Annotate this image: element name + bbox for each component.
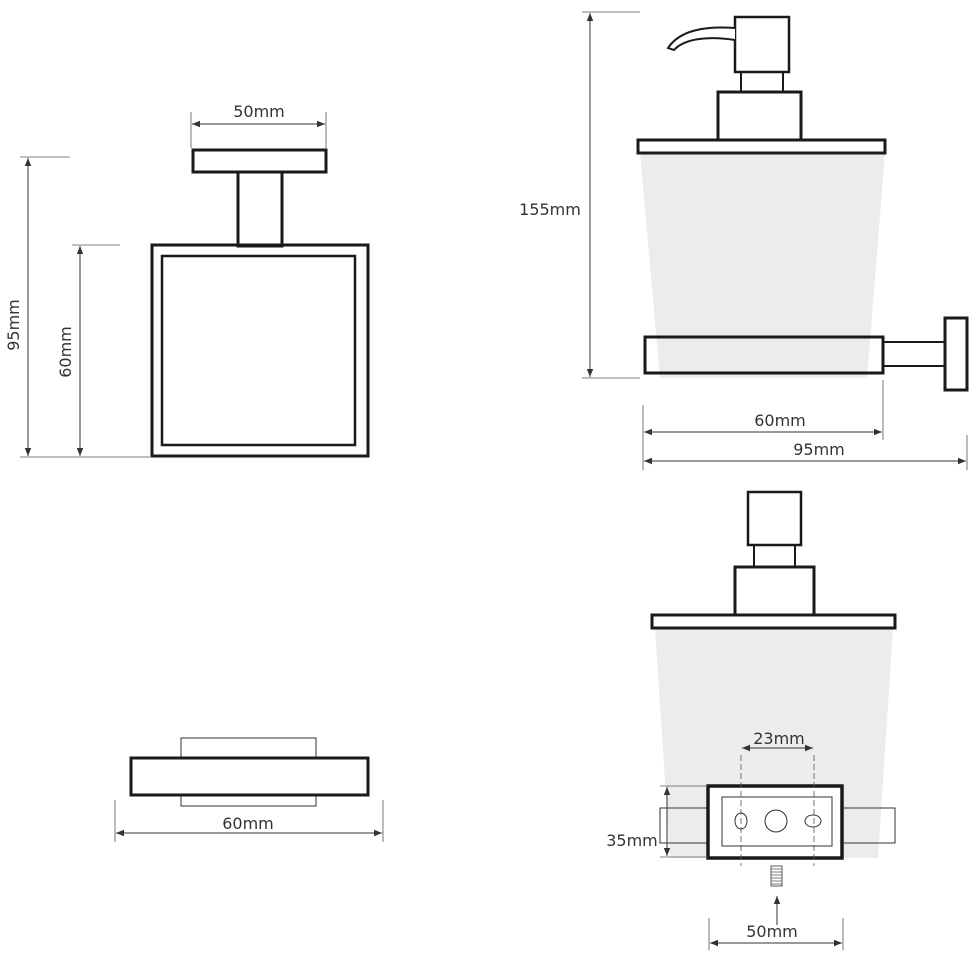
top-view: 50mm 95mm 60mm [4,102,370,458]
dim-plate-width: 50mm [746,922,798,941]
dim-total-height: 95mm [4,299,23,351]
dim-top-width: 50mm [233,102,285,121]
front-view: 23mm 35mm 50mm [606,490,897,950]
dim-holder-depth: 60mm [754,411,806,430]
side-view: 155mm 60mm 95mm [519,11,969,470]
dim-plate-height: 35mm [606,831,658,850]
screw-icon [770,865,783,887]
dim-bar-width: 60mm [222,814,274,833]
holder-side-view: 60mm [114,737,384,842]
dim-hole-spacing: 23mm [753,729,805,748]
dim-side-height: 155mm [519,200,581,219]
dim-total-depth: 95mm [793,440,845,459]
dim-frame-height: 60mm [56,326,75,378]
